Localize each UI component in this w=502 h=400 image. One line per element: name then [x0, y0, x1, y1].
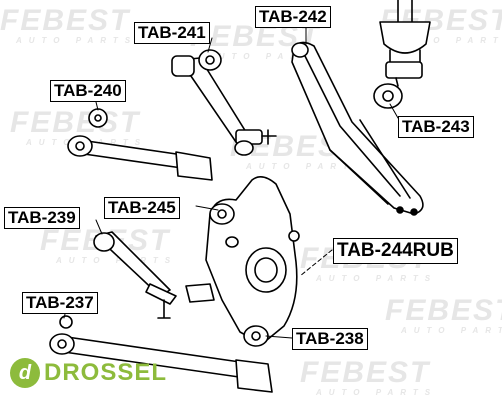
- label-tab-238: TAB-238: [292, 328, 368, 350]
- shock-absorber-part: [373, 0, 431, 109]
- drossel-logo-text: DROSSEL: [44, 359, 168, 386]
- lateral-link-part: [93, 231, 177, 319]
- label-tab-237: TAB-237: [22, 292, 98, 314]
- watermark: FEBEST AUTO PARTS: [300, 356, 438, 398]
- label-tab-239: TAB-239: [4, 207, 80, 229]
- drossel-logo-mark: d: [10, 358, 40, 388]
- label-tab-245: TAB-245: [104, 197, 180, 219]
- label-tab-241: TAB-241: [134, 22, 210, 44]
- label-tab-242: TAB-242: [255, 6, 331, 28]
- drossel-logo: d DROSSEL: [10, 356, 167, 390]
- trailing-arm-part: [291, 41, 424, 216]
- leader-lines: [63, 25, 399, 339]
- watermark: FEBEST AUTO PARTS: [380, 4, 502, 46]
- watermark: FEBEST AUTO PARTS: [0, 4, 138, 46]
- lower-arm-part: [49, 315, 273, 393]
- lower-control-link-part: [67, 108, 213, 181]
- upper-control-link-part: [171, 49, 277, 156]
- label-tab-243: TAB-243: [398, 116, 474, 138]
- watermark: FEBEST AUTO PARTS: [385, 294, 502, 336]
- label-tab-240: TAB-240: [50, 80, 126, 102]
- knuckle-part: [185, 176, 300, 347]
- label-tab-244rub: TAB-244RUB: [333, 238, 458, 264]
